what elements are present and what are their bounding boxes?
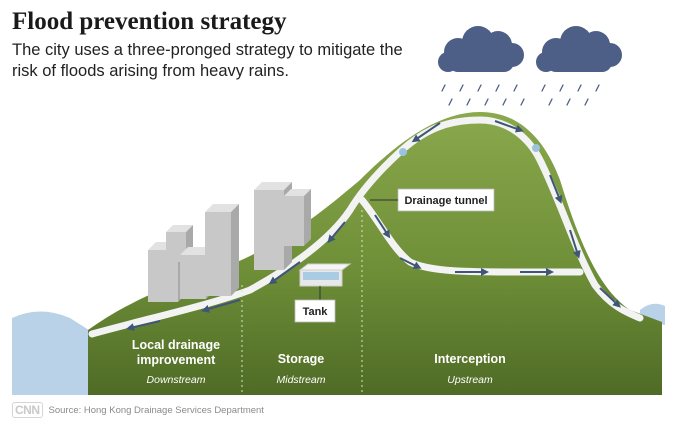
zone-downstream-sublabel: Downstream [147, 374, 206, 386]
sea-left [12, 311, 92, 395]
flow-arrow [327, 221, 346, 244]
flow-arrow [268, 261, 301, 285]
flow-arrow [411, 122, 441, 143]
zone-dividers [241, 210, 363, 393]
flow-arrow [399, 257, 422, 269]
source-text: Source: Hong Kong Drainage Services Depa… [48, 404, 264, 416]
tank-callout [294, 299, 336, 323]
flow-arrow [569, 229, 581, 259]
flow-arrows [126, 120, 621, 331]
page-title: Flood prevention strategy [12, 8, 287, 35]
tank-label: Tank [303, 306, 329, 318]
zone-midstream-sublabel: Midstream [276, 374, 325, 386]
building [284, 189, 311, 246]
zone-labels: Local drainage improvement Downstream St… [132, 338, 506, 386]
rain-cloud-icon [438, 26, 524, 72]
cnn-logo: CNN [12, 402, 43, 418]
flow-arrow [126, 320, 161, 331]
flow-arrow [374, 214, 391, 239]
source-footer: CNN Source: Hong Kong Drainage Services … [12, 402, 264, 418]
zone-upstream-sublabel: Upstream [447, 374, 493, 386]
zone-downstream-label-line2: improvement [137, 353, 216, 367]
zone-midstream-label: Storage [278, 352, 325, 366]
rain-streaks [441, 84, 600, 106]
zone-upstream-label: Interception [434, 352, 506, 366]
flow-arrow [201, 299, 241, 313]
zone-downstream-label-line1: Local drainage [132, 338, 220, 352]
flow-arrow [599, 287, 621, 308]
flow-arrow [494, 120, 524, 133]
hill [88, 112, 662, 395]
storage-tank [298, 263, 352, 287]
rain-cloud-icon [536, 26, 622, 72]
drainage-tunnel-label: Drainage tunnel [404, 195, 487, 207]
building [205, 204, 239, 296]
flow-arrow [549, 174, 563, 204]
water-inlet-dot [399, 148, 407, 156]
city-buildings [148, 182, 311, 302]
water-inlet-dot [532, 144, 540, 152]
page-subtitle: The city uses a three-pronged strategy t… [12, 41, 403, 80]
